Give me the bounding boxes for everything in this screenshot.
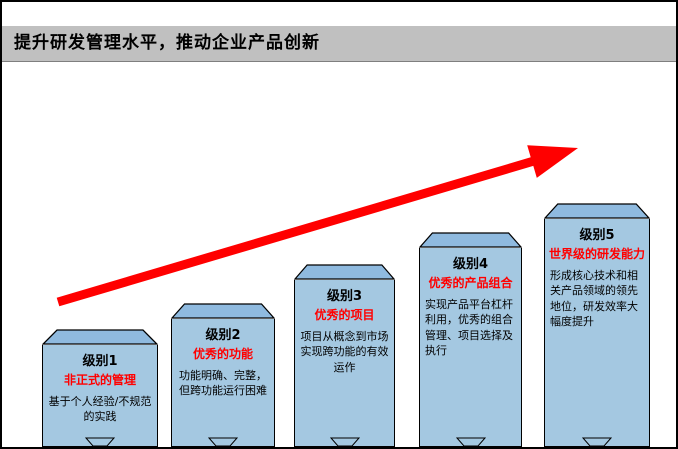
level-label: 级别2 xyxy=(205,328,241,343)
level-subtitle: 优秀的产品组合 xyxy=(428,276,513,290)
level-subtitle: 世界级的研发能力 xyxy=(549,247,646,261)
slide-title: 提升研发管理水平，推动企业产品创新 xyxy=(14,33,320,53)
level-pillar-5: 级别5 世界级的研发能力 形成核心技术和相关产品领域的领先地位，研发效率大幅度提… xyxy=(544,203,650,447)
level-description: 基于个人经验/不规范的实践 xyxy=(48,395,152,424)
level-label: 级别4 xyxy=(452,257,489,272)
level-subtitle: 优秀的功能 xyxy=(192,347,253,361)
level-description: 实现产品平台杠杆利用，优秀的组合管理、项目选择及执行 xyxy=(425,298,513,358)
level-pillar-1: 级别1 非正式的管理 基于个人经验/不规范的实践 xyxy=(42,329,158,447)
level-description: 功能明确、完整，但跨功能运行困难 xyxy=(179,369,267,398)
level-description: 形成核心技术和相关产品领域的领先地位，研发效率大幅度提升 xyxy=(550,269,638,329)
pillar-body: 级别1 非正式的管理 基于个人经验/不规范的实践 xyxy=(42,345,158,447)
level-subtitle: 非正式的管理 xyxy=(63,373,136,387)
pillar-body: 级别3 优秀的项目 项目从概念到市场实现跨功能的有效运作 xyxy=(294,280,395,447)
pillar-base xyxy=(85,437,115,447)
pillar-top-face xyxy=(171,303,275,319)
title-bar: 提升研发管理水平，推动企业产品创新 xyxy=(2,26,676,62)
level-pillar-2: 级别2 优秀的功能 功能明确、完整，但跨功能运行困难 xyxy=(171,303,275,447)
level-pillar-3: 级别3 优秀的项目 项目从概念到市场实现跨功能的有效运作 xyxy=(294,264,395,447)
level-label: 级别3 xyxy=(326,289,363,304)
pillar-top-face xyxy=(544,203,650,219)
pillar-base xyxy=(455,437,486,447)
pillar-top-face xyxy=(42,329,158,345)
level-description: 项目从概念到市场实现跨功能的有效运作 xyxy=(300,330,389,374)
pillar-body: 级别4 优秀的产品组合 实现产品平台杠杆利用，优秀的组合管理、项目选择及执行 xyxy=(419,248,522,447)
pillar-base xyxy=(208,437,238,447)
pillar-base xyxy=(582,437,612,447)
pillar-top-face xyxy=(419,232,522,248)
pillar-top-face xyxy=(294,264,395,280)
pillar-base xyxy=(329,437,360,447)
level-label: 级别1 xyxy=(82,354,118,369)
level-pillar-4: 级别4 优秀的产品组合 实现产品平台杠杆利用，优秀的组合管理、项目选择及执行 xyxy=(419,232,522,447)
level-label: 级别5 xyxy=(579,228,615,243)
pillar-body: 级别5 世界级的研发能力 形成核心技术和相关产品领域的领先地位，研发效率大幅度提… xyxy=(544,219,650,447)
level-subtitle: 优秀的项目 xyxy=(314,308,375,322)
pillar-body: 级别2 优秀的功能 功能明确、完整，但跨功能运行困难 xyxy=(171,319,275,447)
